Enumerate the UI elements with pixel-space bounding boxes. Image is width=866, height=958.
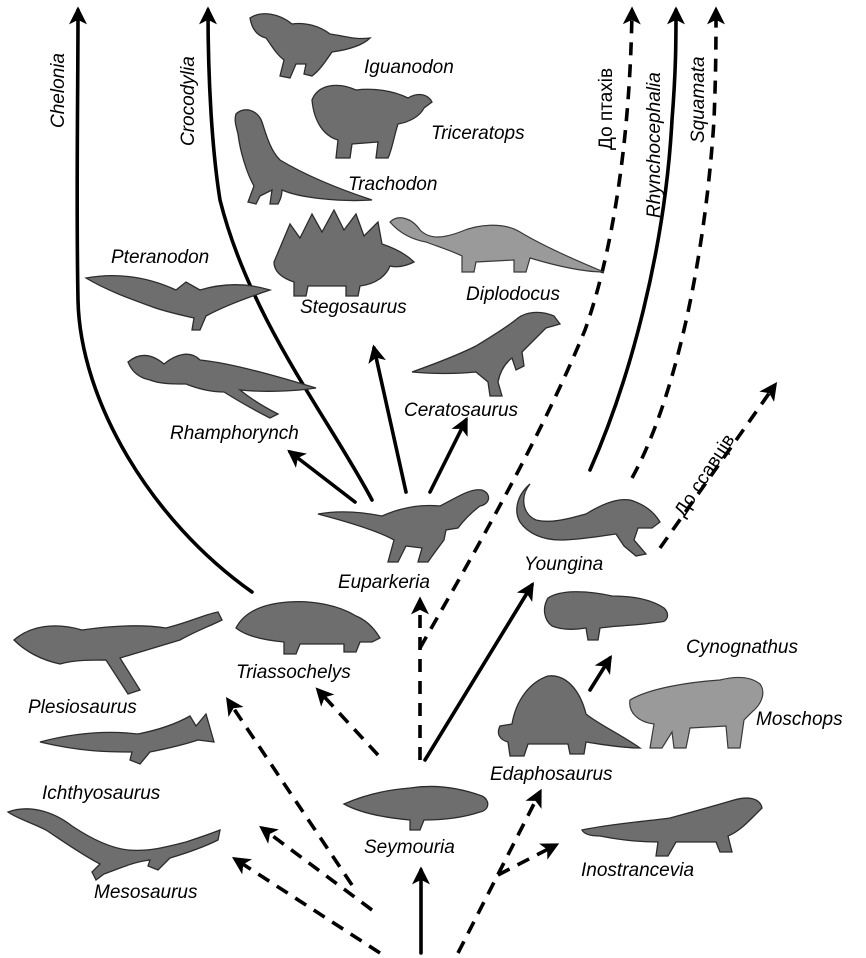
- label-rhamphorynch: Rhamphorynch: [170, 423, 299, 444]
- euparkeria-figure: [318, 490, 489, 562]
- label-edaphosaurus: Edaphosaurus: [490, 764, 613, 785]
- label-iguanodon: Iguanodon: [364, 57, 454, 78]
- label-stegosaurus: Stegosaurus: [300, 297, 407, 318]
- label-inostrancevia: Inostrancevia: [581, 860, 694, 881]
- label-mesosaurus: Mesosaurus: [94, 882, 198, 903]
- label-trachodon: Trachodon: [348, 174, 437, 195]
- edge-to-ichthyosaurus: [262, 828, 372, 910]
- ceratosaurus-figure: [412, 312, 560, 396]
- ichthyosaurus-figure: [40, 714, 214, 764]
- iguanodon-figure: [250, 14, 370, 78]
- moschops-figure: [630, 677, 763, 748]
- label-do-ssavtsiv: До ссавців: [671, 431, 740, 521]
- inostrancevia-figure: [582, 798, 762, 856]
- edge-to-rhamphorynch: [290, 452, 355, 502]
- label-ichthyosaurus: Ichthyosaurus: [42, 783, 161, 804]
- label-plesiosaurus: Plesiosaurus: [28, 697, 137, 718]
- label-moschops: Moschops: [756, 709, 843, 730]
- edge-to-ceratosaurus: [430, 420, 466, 492]
- label-crocodylia: Crocodylia: [178, 56, 199, 146]
- edge-to-dinosaurs: [374, 348, 406, 492]
- edge-to-triassochelys: [318, 690, 378, 755]
- label-cynognathus: Cynognathus: [686, 637, 798, 658]
- edge-to-inostrancevia: [498, 845, 556, 875]
- diplodocus-figure: [390, 218, 604, 272]
- youngina-figure: [517, 484, 660, 556]
- label-euparkeria: Euparkeria: [338, 572, 430, 593]
- edaphosaurus-figure: [498, 676, 640, 756]
- triceratops-figure: [312, 85, 432, 158]
- pteranodon-figure: [86, 276, 270, 330]
- label-chelonia: Chelonia: [48, 53, 69, 128]
- label-do-ptakhiv: До птахів: [596, 68, 617, 150]
- rhamphorynch-figure: [128, 354, 316, 418]
- edge-base-to-mesosaurus: [235, 859, 380, 953]
- plesiosaurus-figure: [14, 612, 222, 694]
- label-triassochelys: Triassochelys: [236, 662, 351, 683]
- label-rhynchocephalia: Rhynchocephalia: [644, 72, 665, 218]
- label-ceratosaurus: Ceratosaurus: [404, 400, 519, 421]
- edge-to-plesiosaurus: [228, 700, 352, 885]
- label-squamata: Squamata: [688, 56, 709, 143]
- edge-to-cynognathus: [590, 658, 610, 690]
- triassochelys-figure: [236, 602, 380, 654]
- label-seymouria: Seymouria: [364, 837, 455, 858]
- label-youngina: Youngina: [524, 554, 603, 575]
- mesosaurus-figure: [8, 809, 220, 880]
- label-pteranodon: Pteranodon: [111, 247, 209, 268]
- cynognathus-figure: [545, 592, 668, 640]
- label-diplodocus: Diplodocus: [466, 284, 560, 305]
- label-triceratops: Triceratops: [431, 123, 525, 144]
- seymouria-figure: [344, 786, 488, 830]
